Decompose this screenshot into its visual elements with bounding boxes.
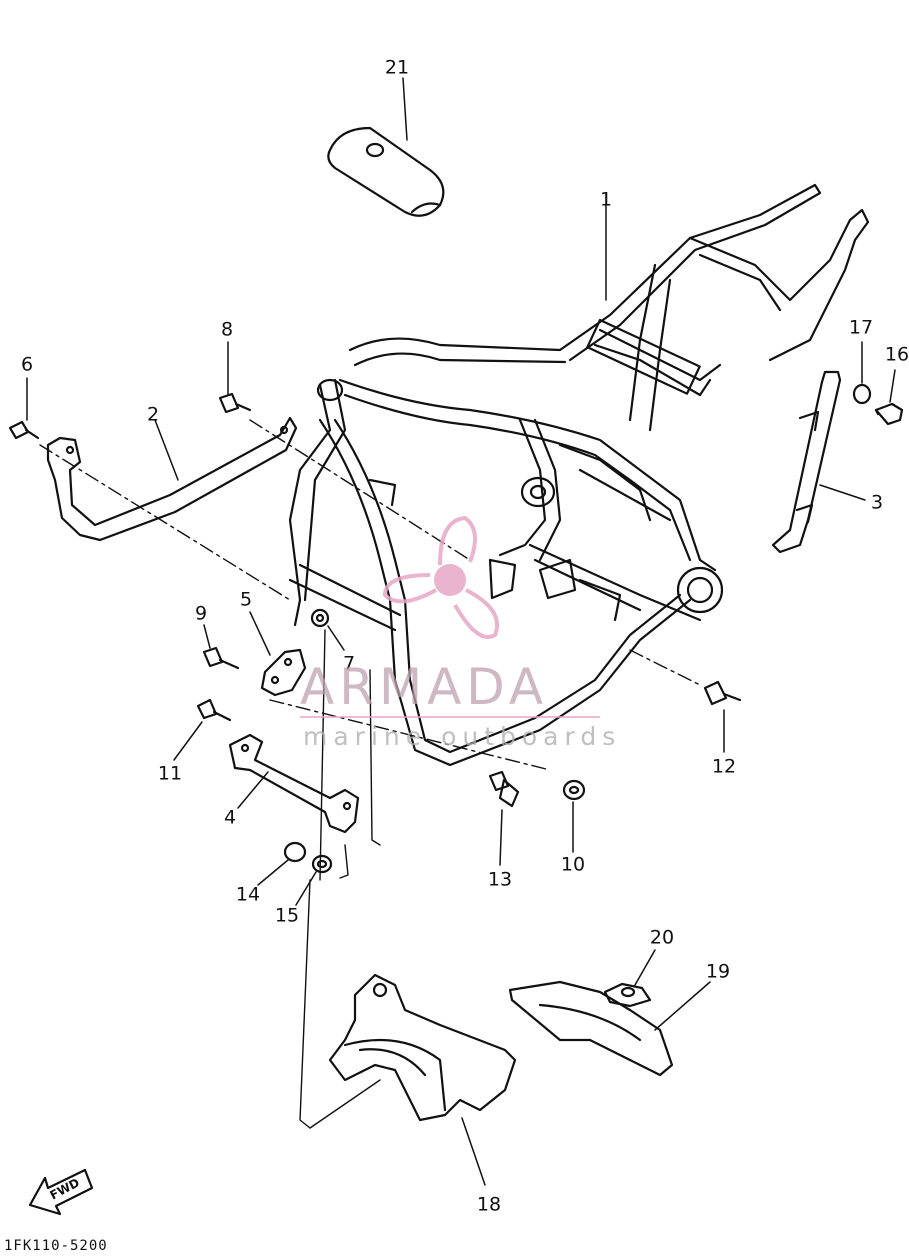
callout-14: 14 (235, 883, 261, 906)
bracket-lines (299, 629, 381, 1129)
callout-9: 9 (194, 602, 208, 625)
main-frame (288, 183, 870, 767)
callout-7: 7 (342, 652, 356, 675)
front-bracket (46, 416, 298, 542)
part-code: 1FK110-5200 (4, 1238, 108, 1254)
watermark-tagline: marine outboards (303, 722, 622, 751)
under-cover-front (328, 973, 517, 1186)
gusset-plate (249, 611, 307, 697)
callout-19: 19 (705, 960, 731, 983)
fasteners (8, 341, 904, 906)
watermark-brand: ARMADA (300, 658, 549, 716)
callout-15: 15 (274, 904, 300, 927)
callout-4: 4 (223, 806, 237, 829)
callout-18: 18 (476, 1193, 502, 1216)
under-cover-rear (508, 980, 711, 1077)
leader-lines (39, 419, 701, 771)
watermark-emblem (382, 515, 500, 639)
fwd-arrow (28, 1168, 94, 1216)
callout-13: 13 (487, 868, 513, 891)
callout-6: 6 (20, 353, 34, 376)
callout-2: 2 (146, 403, 160, 426)
callout-5: 5 (239, 588, 253, 611)
callout-1: 1 (599, 188, 613, 211)
callout-20: 20 (649, 926, 675, 949)
callout-11: 11 (157, 762, 183, 785)
callout-3: 3 (870, 491, 884, 514)
seat-pad (327, 77, 445, 217)
callout-17: 17 (848, 316, 874, 339)
callout-12: 12 (711, 755, 737, 778)
grommet (603, 949, 656, 1008)
callout-8: 8 (220, 318, 234, 341)
callout-16: 16 (884, 343, 909, 366)
callout-10: 10 (560, 853, 586, 876)
callout-21: 21 (384, 56, 410, 79)
engine-bracket (228, 733, 360, 834)
rear-stay (771, 370, 866, 554)
